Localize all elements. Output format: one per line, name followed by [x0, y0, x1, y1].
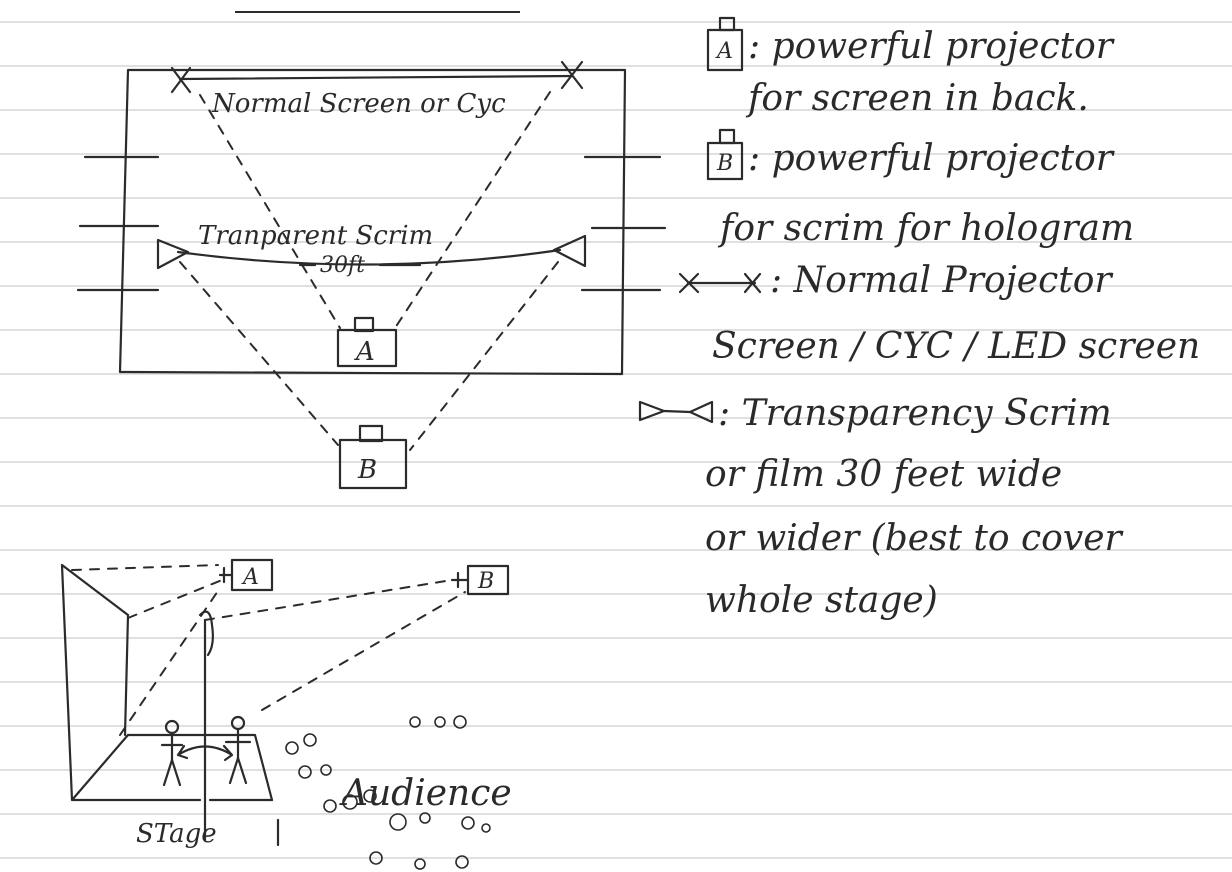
legend-scrim-line4: whole stage): [705, 580, 938, 621]
legend-b-icon: [706, 128, 744, 181]
top-view-diagram: Normal Screen or Cyc Tranparent Scrim 30…: [76, 60, 667, 490]
scrim-label: Tranparent Scrim: [198, 221, 433, 251]
projector-a-side: A: [218, 558, 274, 592]
legend-b-line2: for scrim for hologram: [717, 208, 1134, 249]
wing-marks: [76, 155, 667, 292]
swing-arrow-icon: [176, 744, 234, 762]
hologram-figure: [224, 715, 252, 785]
legend-scrim-line2: or film 30 feet wide: [705, 454, 1062, 495]
legend-a-line2: for screen in back.: [745, 78, 1089, 119]
scrim-width-label: 30ft: [320, 253, 365, 278]
back-screen: Normal Screen or Cyc: [170, 60, 584, 119]
legend-x-line2: Screen / CYC / LED screen: [712, 326, 1200, 367]
projection-rays-side: [71, 564, 466, 736]
legend: A : powerful projector for screen in bac…: [638, 16, 1200, 621]
legend-scrim-line1: : Transparency Scrim: [718, 393, 1112, 434]
scrim-end-icon: [156, 238, 190, 270]
projector-a-top: A: [336, 316, 398, 368]
room-outline: [60, 563, 274, 802]
legend-a-line1: : powerful projector: [748, 26, 1115, 67]
projector-b-side: B: [450, 564, 510, 596]
projector-a-label: A: [354, 337, 375, 367]
legend-a-icon: A: [706, 16, 744, 72]
legend-b-line1: : powerful projector: [748, 138, 1115, 179]
ruled-lines: [0, 11, 1232, 859]
legend-normal-screen-icon: [678, 272, 762, 294]
audience-dots: [285, 715, 491, 870]
x-marker-icon: [560, 60, 584, 90]
side-projector-b-label: B: [477, 569, 494, 594]
side-projector-a-label: A: [241, 565, 259, 590]
projector-b-label: B: [357, 455, 377, 485]
performer-figure: [160, 719, 184, 787]
audience-label: Audience: [339, 773, 512, 814]
scrim: Tranparent Scrim 30ft: [156, 221, 587, 278]
legend-scrim-line3: or wider (best to cover: [705, 518, 1123, 559]
legend-scrim-icon: [638, 400, 714, 424]
projector-b-top: B: [338, 424, 408, 490]
screen-label: Normal Screen or Cyc: [211, 89, 506, 119]
stage-label: STage: [136, 819, 217, 849]
x-marker-icon: [170, 66, 192, 94]
stage-platform: [126, 733, 274, 802]
legend-a-letter: A: [715, 39, 733, 64]
stage-outline: [118, 68, 627, 376]
scrim-end-icon: [552, 234, 587, 268]
legend-x-line1: : Normal Projector: [770, 260, 1113, 301]
projection-rays-top: [179, 91, 559, 451]
side-view-diagram: A B STage Audience: [60, 558, 512, 870]
legend-b-letter: B: [716, 151, 733, 176]
